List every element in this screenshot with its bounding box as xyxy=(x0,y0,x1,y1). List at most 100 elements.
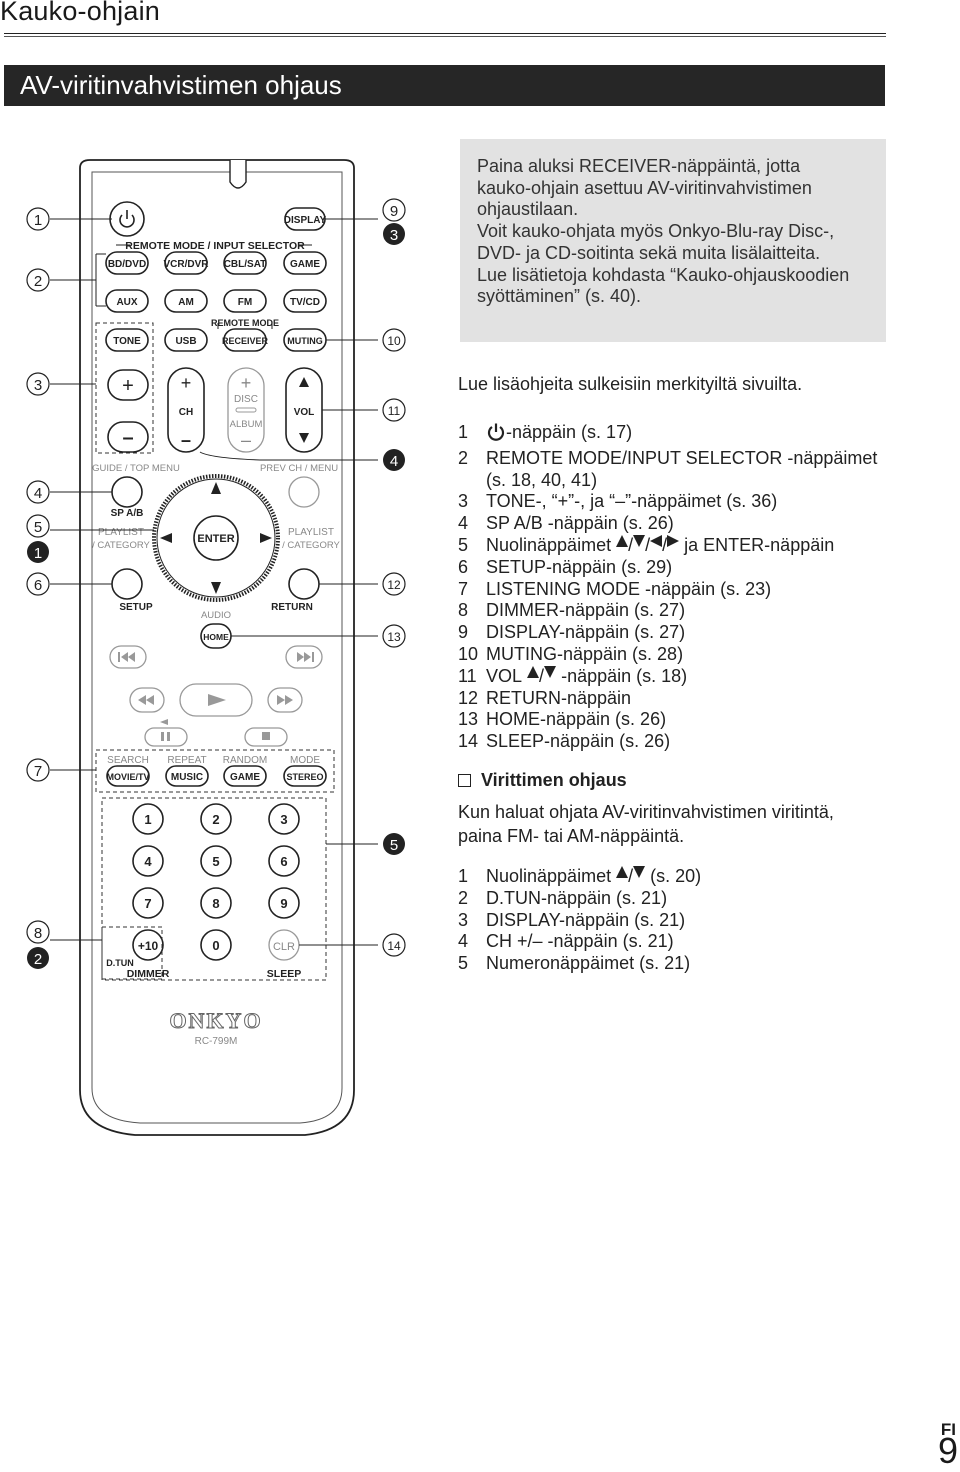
list-number xyxy=(458,470,486,492)
list-number: 8 xyxy=(458,600,469,621)
callout-marker-filled xyxy=(27,541,49,563)
return-button[interactable] xyxy=(288,568,320,600)
list-number: 5 xyxy=(458,953,469,974)
tone-plus-button[interactable] xyxy=(107,369,149,401)
dpad-left-icon[interactable] xyxy=(160,533,172,543)
stereo-label: STEREO xyxy=(286,772,323,782)
enter-button[interactable] xyxy=(193,515,239,561)
callout-number: 3 xyxy=(390,227,398,244)
tuner-paragraph: Kun haluat ohjata AV-viritinvahvistimen … xyxy=(458,801,878,848)
pause-button[interactable] xyxy=(144,727,188,747)
power-icon xyxy=(486,422,506,448)
list-text: DIMMER-näppäin (s. 27) xyxy=(486,600,686,621)
category-right-label: / CATEGORY xyxy=(282,540,340,551)
digit-1-button[interactable] xyxy=(132,803,164,835)
digit-label: 7 xyxy=(144,896,151,911)
am-button[interactable] xyxy=(164,289,208,313)
movie-tv-button[interactable] xyxy=(106,765,150,787)
arrow-down-icon xyxy=(544,665,557,678)
brand-logo: ONKYO xyxy=(169,1008,262,1033)
usb-button[interactable] xyxy=(164,328,208,352)
vcr-dvr-button[interactable] xyxy=(164,251,208,275)
callouts-left: 1 2 3 4 5 1 6 7 8 2 xyxy=(26,207,50,969)
callout-number: 14 xyxy=(387,939,401,953)
tv-cd-button[interactable] xyxy=(283,289,327,313)
callout-number: 6 xyxy=(34,577,42,594)
channel-rocker[interactable] xyxy=(167,367,205,453)
callout-number: 4 xyxy=(34,485,42,502)
game-label: GAME xyxy=(290,259,320,270)
prev-ch-menu-button[interactable] xyxy=(288,476,320,508)
aux-label: AUX xyxy=(116,297,137,308)
audio-label: AUDIO xyxy=(201,610,231,621)
guide-top-menu-label: GUIDE / TOP MENU xyxy=(92,463,180,474)
digit-7-button[interactable] xyxy=(132,887,164,919)
receiver-button[interactable] xyxy=(223,328,267,352)
home-label: HOME xyxy=(203,632,229,642)
checkbox-square-icon xyxy=(458,774,471,787)
digit-label: 2 xyxy=(212,812,219,827)
list-text: SETUP-näppäin (s. 29) xyxy=(486,556,673,577)
subheading-text: Virittimen ohjaus xyxy=(481,770,627,790)
digit-6-button[interactable] xyxy=(268,845,300,877)
callout-marker xyxy=(26,207,50,231)
mode-label: MODE xyxy=(290,755,320,766)
am-label: AM xyxy=(178,297,194,308)
list-text: MUTING-näppäin (s. 28) xyxy=(486,643,684,664)
callout-marker xyxy=(26,268,50,292)
disc-album-rocker[interactable] xyxy=(227,367,265,453)
sp-ab-button[interactable] xyxy=(111,476,143,508)
random-label: RANDOM xyxy=(223,755,267,766)
dpad-down-icon[interactable] xyxy=(211,582,221,594)
tone-minus-button[interactable] xyxy=(107,421,149,453)
stereo-button[interactable] xyxy=(283,765,327,787)
callout-marker-filled xyxy=(383,223,405,245)
setup-button[interactable] xyxy=(111,568,143,600)
game-button[interactable] xyxy=(283,251,327,275)
cbl-sat-button[interactable] xyxy=(223,251,267,275)
digit-9-button[interactable] xyxy=(268,887,300,919)
music-label: MUSIC xyxy=(171,772,203,783)
page-number: 9 xyxy=(937,1430,958,1471)
digit-4-button[interactable] xyxy=(132,845,164,877)
tone-button[interactable] xyxy=(105,328,149,352)
dpad-right-icon[interactable] xyxy=(260,533,272,543)
game-mode-button[interactable] xyxy=(223,765,267,787)
digit-3-button[interactable] xyxy=(268,803,300,835)
note-line: DVD- ja CD-soitinta sekä muita lisälaitt… xyxy=(477,242,821,263)
digit-8-button[interactable] xyxy=(200,887,232,919)
digit-5-button[interactable] xyxy=(200,845,232,877)
ch-plus-label: + xyxy=(181,373,192,393)
clr-label: CLR xyxy=(273,941,295,953)
tv-cd-label: TV/CD xyxy=(290,297,320,308)
callout-marker xyxy=(26,572,50,596)
list-number: 6 xyxy=(458,556,469,577)
list-number: 9 xyxy=(458,622,469,643)
digit-2-button[interactable] xyxy=(200,803,232,835)
remote-mode-label: REMOTE MODE xyxy=(211,318,279,328)
list-text: RETURN-näppäin xyxy=(486,687,632,708)
callout-number: 1 xyxy=(34,212,42,229)
search-label: SEARCH xyxy=(107,755,149,766)
list-item: 1 Nuolinäppäimet / (s. 20) xyxy=(458,866,702,886)
list-text: TONE-, “+”-, ja “–”-näppäimet (s. 36) xyxy=(486,491,778,512)
music-button[interactable] xyxy=(165,765,209,787)
dpad-up-icon[interactable] xyxy=(211,482,221,494)
fm-button[interactable] xyxy=(223,289,267,313)
digit-0-button[interactable] xyxy=(200,929,232,961)
aux-button[interactable] xyxy=(105,289,149,313)
callout-marker xyxy=(26,514,50,538)
list-text: Nuolinäppäimet xyxy=(486,866,612,886)
list-text: REMOTE MODE/INPUT SELECTOR -näppäimet xyxy=(486,447,878,468)
list-text: DISPLAY-näppäin (s. 21) xyxy=(486,909,686,930)
bd-dvd-button[interactable] xyxy=(105,251,149,275)
playlist-left-label: PLAYLIST xyxy=(98,527,144,538)
list-number: 13 xyxy=(458,709,479,730)
callout-number: 2 xyxy=(34,273,42,290)
digit-label: 3 xyxy=(280,812,287,827)
list-number: 5 xyxy=(458,534,469,555)
callout-number: 5 xyxy=(390,837,398,854)
callout-marker xyxy=(382,933,406,957)
plus10-button[interactable] xyxy=(132,929,164,961)
